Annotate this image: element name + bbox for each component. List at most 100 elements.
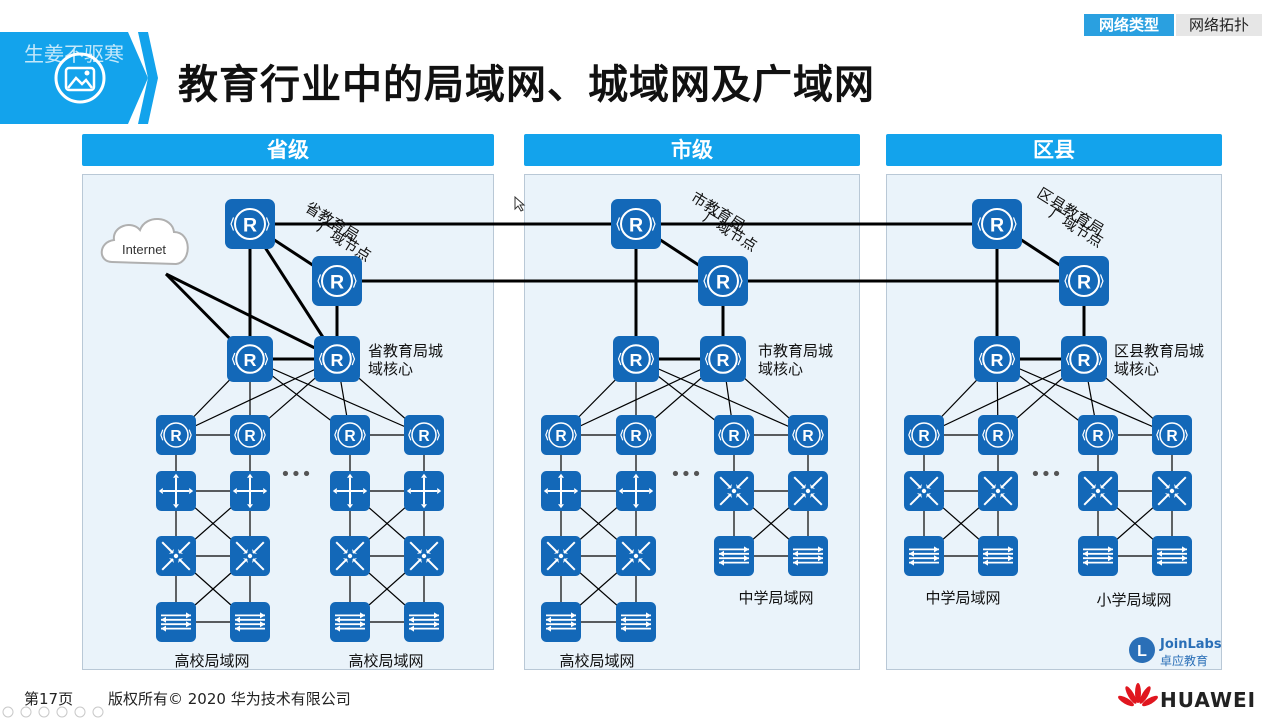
joinlabs-logo-icon: L (1129, 637, 1155, 663)
l3-switch-icon[interactable] (330, 471, 370, 511)
svg-text:R: R (992, 428, 1003, 445)
breadcrumb-network-type[interactable]: 网络类型 (1084, 14, 1174, 36)
switch-icon[interactable] (1078, 536, 1118, 576)
county-wan-router-1[interactable]: R (972, 199, 1022, 249)
switch-icon[interactable] (330, 602, 370, 642)
l3-switch-icon[interactable] (230, 471, 270, 511)
switch-icon[interactable] (541, 602, 581, 642)
link-line (560, 358, 724, 436)
city-core-router-2[interactable]: R (700, 336, 746, 382)
city-wan-router-2[interactable]: R (698, 256, 748, 306)
city-core-label: 域核心 (758, 360, 803, 378)
city-core-router-1[interactable]: R (613, 336, 659, 382)
router-icon[interactable]: R (788, 415, 828, 455)
province-core-router-2[interactable]: R (314, 336, 360, 382)
lan-label-primary-school: 小学局域网 (1096, 591, 1171, 609)
svg-text:L: L (1137, 643, 1147, 660)
aggregation-switch-icon[interactable] (714, 471, 754, 511)
router-icon[interactable]: R (330, 415, 370, 455)
breadcrumb-network-topology[interactable]: 网络拓扑 (1176, 14, 1262, 36)
switch-icon[interactable] (714, 536, 754, 576)
svg-text:R: R (418, 428, 429, 445)
router-icon[interactable]: R (230, 415, 270, 455)
province-core-router-1[interactable]: R (227, 336, 273, 382)
svg-text:R: R (243, 215, 257, 237)
province-wan-router-2[interactable]: R (312, 256, 362, 306)
router-icon[interactable]: R (156, 415, 196, 455)
link-line (923, 358, 1085, 436)
switch-icon[interactable] (156, 602, 196, 642)
router-icon[interactable]: R (541, 415, 581, 455)
county-core-label: 区县教育局城 (1114, 342, 1204, 360)
province-core-label: 域核心 (368, 360, 413, 378)
panel-header-county: 区县 (886, 134, 1222, 166)
city-core-label: 市教育局城 (758, 342, 833, 360)
svg-text:R: R (170, 428, 181, 445)
link-line (175, 358, 338, 436)
aggregation-switch-icon[interactable] (788, 471, 828, 511)
svg-text:R: R (991, 350, 1004, 370)
aggregation-switch-icon[interactable] (156, 536, 196, 576)
l3-switch-icon[interactable] (404, 471, 444, 511)
link-line (249, 358, 425, 436)
ellipsis-more-icon: ••• (280, 464, 312, 485)
switch-icon[interactable] (904, 536, 944, 576)
mouse-cursor-icon (514, 196, 526, 212)
copyright-text: 版权所有© 2020 华为技术有限公司 (108, 690, 351, 708)
county-wan-router-2[interactable]: R (1059, 256, 1109, 306)
switch-icon[interactable] (788, 536, 828, 576)
aggregation-switch-icon[interactable] (1078, 471, 1118, 511)
router-icon[interactable]: R (714, 415, 754, 455)
aggregation-switch-icon[interactable] (978, 471, 1018, 511)
switch-icon[interactable] (616, 602, 656, 642)
switch-icon[interactable] (978, 536, 1018, 576)
aggregation-switch-icon[interactable] (616, 536, 656, 576)
svg-text:R: R (629, 215, 643, 237)
aggregation-switch-icon[interactable] (404, 536, 444, 576)
aggregation-switch-icon[interactable] (230, 536, 270, 576)
province-wan-router-1[interactable]: R (225, 199, 275, 249)
router-icon[interactable]: R (978, 415, 1018, 455)
ellipsis-more-icon: ••• (1030, 464, 1062, 485)
lan-label-college: 高校局域网 (174, 652, 249, 670)
city-wan-router-1[interactable]: R (611, 199, 661, 249)
aggregation-switch-icon[interactable] (1152, 471, 1192, 511)
router-icon[interactable]: R (1152, 415, 1192, 455)
svg-text:R: R (1077, 272, 1091, 294)
county-core-label: 域核心 (1114, 360, 1159, 378)
router-icon[interactable]: R (1078, 415, 1118, 455)
svg-text:R: R (1078, 350, 1091, 370)
svg-text:R: R (802, 428, 813, 445)
page-number: 第17页 (24, 690, 74, 708)
county-core-router-2[interactable]: R (1061, 336, 1107, 382)
switch-icon[interactable] (404, 602, 444, 642)
switch-icon[interactable] (230, 602, 270, 642)
svg-text:R: R (630, 428, 641, 445)
svg-text:R: R (918, 428, 929, 445)
video-player-controls[interactable] (0, 704, 1280, 720)
router-icon[interactable]: R (404, 415, 444, 455)
aggregation-switch-icon[interactable] (330, 536, 370, 576)
svg-text:R: R (630, 350, 643, 370)
slide-title-badge (0, 32, 158, 124)
router-icon[interactable]: R (904, 415, 944, 455)
aggregation-switch-icon[interactable] (541, 536, 581, 576)
l3-switch-icon[interactable] (616, 471, 656, 511)
huawei-brand: HUAWEI (1160, 688, 1257, 712)
county-core-router-1[interactable]: R (974, 336, 1020, 382)
switch-icon[interactable] (1152, 536, 1192, 576)
ellipsis-more-icon: ••• (670, 464, 702, 485)
router-icon[interactable]: R (616, 415, 656, 455)
svg-text:R: R (1166, 428, 1177, 445)
video-watermark: 生姜不驱寒 (24, 42, 124, 66)
aggregation-switch-icon[interactable] (904, 471, 944, 511)
l3-switch-icon[interactable] (156, 471, 196, 511)
lan-label-college: 高校局域网 (348, 652, 423, 670)
svg-text:R: R (1092, 428, 1103, 445)
link-line (996, 358, 1173, 436)
l3-switch-icon[interactable] (541, 471, 581, 511)
internet-label: Internet (122, 242, 166, 257)
svg-text:R: R (728, 428, 739, 445)
